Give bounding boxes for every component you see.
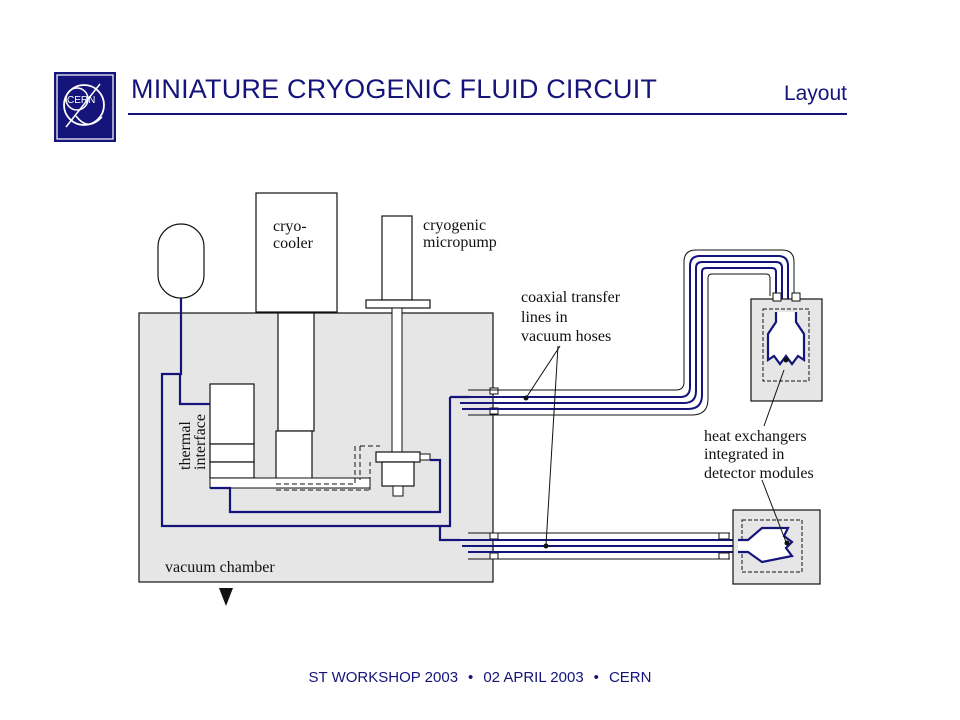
logo-text: CERN <box>67 95 95 106</box>
label-micropump-1: cryogenic <box>423 217 486 234</box>
section-label: Layout <box>783 82 847 105</box>
cryocooler <box>255 192 338 313</box>
footer-org: CERN <box>608 669 652 686</box>
label-thermal-1: thermal <box>177 421 194 470</box>
cern-logo: CERN <box>54 72 116 142</box>
micropump <box>381 215 413 301</box>
expansion-vessel <box>157 223 205 299</box>
footer-event: ST WORKSHOP 2003 <box>308 669 459 686</box>
label-transfer-2: lines in <box>521 309 568 326</box>
thermal-interface <box>209 383 255 445</box>
label-thermal-2: interface <box>192 414 209 470</box>
label-cryocooler-1: cryo- <box>273 218 307 235</box>
label-hx-1: heat exchangers <box>704 428 807 445</box>
page-title: MINIATURE CRYOGENIC FLUID CIRCUIT <box>131 74 658 104</box>
title-rule <box>128 113 847 115</box>
label-vacuum-chamber: vacuum chamber <box>165 559 275 576</box>
footer-date: 02 APRIL 2003 <box>483 669 584 686</box>
label-hx-2: integrated in <box>704 446 784 463</box>
label-hx-3: detector modules <box>704 465 814 482</box>
vacuum-chamber <box>138 312 494 583</box>
label-cryocooler-2: cooler <box>273 235 314 252</box>
pump-out-arrow <box>219 588 233 606</box>
label-micropump-2: micropump <box>423 234 497 251</box>
label-transfer-3: vacuum hoses <box>521 328 611 345</box>
label-transfer-1: coaxial transfer <box>521 289 621 306</box>
footer: ST WORKSHOP 2003•02 APRIL 2003•CERN <box>308 669 652 686</box>
